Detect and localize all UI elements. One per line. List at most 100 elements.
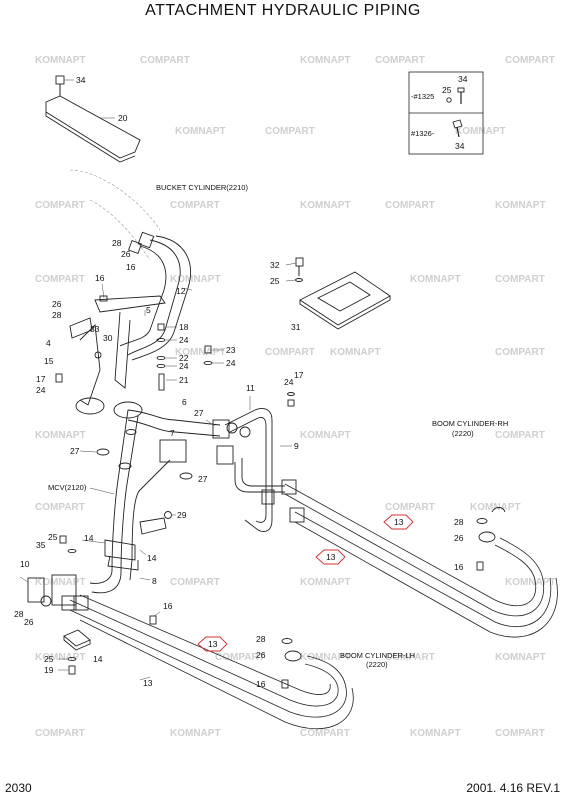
callout-number: 26 [24, 617, 34, 627]
watermark-text: COMPART [495, 347, 545, 358]
callout-number: 9 [294, 441, 299, 451]
watermark-text: COMPART [215, 652, 265, 663]
clamp-29 [139, 511, 176, 535]
hex-callout: 13 [383, 514, 414, 530]
watermark-text: KOMNAPT [300, 430, 351, 441]
watermark-text: COMPART [170, 577, 220, 588]
hex-callout-number: 13 [208, 639, 218, 649]
callout-number: 16 [163, 601, 173, 611]
boom-cylinder-rh-label-line1: BOOM CYLINDER-RH [432, 419, 508, 428]
callout-number: 34 [458, 74, 468, 84]
callout-number: 26 [52, 299, 62, 309]
bolt-icon [55, 373, 63, 383]
washer-icon [67, 548, 77, 554]
watermark-text: KOMNAPT [300, 55, 351, 66]
lower-bracket-14 [58, 629, 91, 675]
bolt-icon [204, 345, 212, 354]
watermark-row-3: COMPART COMPART KOMNAPT COMPART KOMNAPT [35, 200, 546, 211]
watermark-text: KOMNAPT [495, 652, 546, 663]
bolt-icon [55, 75, 65, 85]
hose-13-rh [281, 479, 558, 638]
callout-number: 8 [152, 576, 157, 586]
watermark-row-8: KOMNAPT COMPART KOMNAPT KOMNAPT [35, 577, 556, 588]
callout-number: 14 [93, 654, 103, 664]
callout-number: 4 [46, 338, 51, 348]
watermark-text: COMPART [170, 200, 220, 211]
bolt-icon [99, 295, 108, 302]
callout-number: 28 [52, 310, 62, 320]
bolt-icon [59, 535, 67, 544]
flange-icon [478, 531, 496, 543]
o-ring-icon [125, 429, 137, 435]
cover-plate-31 [285, 257, 391, 330]
watermark-text: KOMNAPT [175, 347, 226, 358]
watermark-text: KOMNAPT [35, 652, 86, 663]
mcv-label: MCV(2120) [48, 483, 87, 492]
callout-number: 14 [147, 553, 157, 563]
bolt-icon [476, 561, 484, 571]
watermark-text: KOMNAPT [410, 728, 461, 739]
callout-number: 35 [36, 540, 46, 550]
callout-number: 16 [454, 562, 464, 572]
pipe-clamp-5 [75, 295, 166, 419]
bolt-icon [281, 679, 289, 689]
bucket-cylinder-label: BUCKET CYLINDER(2210) [156, 183, 248, 192]
boom-cylinder-lh-label-line2: (2220) [366, 660, 388, 669]
fitting-icon [212, 419, 230, 439]
callout-number: 34 [76, 75, 86, 85]
callout-number: 16 [256, 679, 266, 689]
callout-number: 20 [118, 113, 128, 123]
watermark-text: KOMNAPT [35, 430, 86, 441]
o-ring-icon [281, 638, 293, 644]
lower-pipes-8 [89, 409, 171, 594]
bolt-icon [158, 373, 165, 391]
watermark-text: KOMNAPT [170, 728, 221, 739]
callout-number: 25 [442, 85, 452, 95]
callout-number: 26 [121, 249, 131, 259]
boom-outline [69, 169, 161, 261]
watermark-text: KOMNAPT [300, 652, 351, 663]
leader-line [89, 487, 115, 495]
watermark-text: COMPART [140, 55, 190, 66]
washer-icon [203, 360, 213, 366]
bolt-icon [452, 119, 463, 138]
fitting-icon [128, 240, 142, 254]
callout-number: 10 [20, 559, 30, 569]
hose-13-lh [61, 594, 354, 730]
callout-number: 32 [270, 260, 280, 270]
bolt-23 [203, 345, 224, 366]
watermark-text: KOMNAPT [330, 347, 381, 358]
watermark-text: COMPART [265, 126, 315, 137]
callout-number: 24 [179, 335, 189, 345]
callout-number: 22 [179, 353, 189, 363]
watermark-text: COMPART [495, 430, 545, 441]
callout-number: 24 [36, 385, 46, 395]
diagram-title: ATTACHMENT HYDRAULIC PIPING [145, 2, 421, 19]
callout-number: 11 [246, 383, 255, 393]
callout-number: 25 [44, 654, 54, 664]
bolt-icon [149, 615, 157, 625]
left-lower-assembly [19, 535, 147, 607]
washer-icon [446, 97, 452, 103]
pipe-11 [224, 392, 295, 532]
bolt-icon [157, 323, 165, 331]
callout-number: 25 [270, 276, 280, 286]
watermark-text: COMPART [385, 200, 435, 211]
fitting-icon [137, 231, 155, 249]
callout-number: 18 [179, 322, 189, 332]
washer-icon [287, 392, 295, 396]
bolt-icon [68, 665, 76, 675]
fitting-icon [159, 439, 187, 463]
callout-number: 31 [291, 322, 301, 332]
page-number: 2030 [5, 781, 32, 795]
callout-number: 28 [256, 634, 266, 644]
fitting-icon [27, 577, 45, 603]
callout-number: 26 [256, 650, 266, 660]
watermark-text: KOMNAPT [170, 274, 221, 285]
bolt-icon [287, 399, 295, 407]
callout-number: 25 [48, 532, 58, 542]
callout-number: 27 [194, 408, 204, 418]
washer-icon [156, 363, 166, 369]
variant-inset: -#1325 #1326- 34 25 34 [408, 71, 484, 155]
watermark-text: COMPART [505, 55, 555, 66]
